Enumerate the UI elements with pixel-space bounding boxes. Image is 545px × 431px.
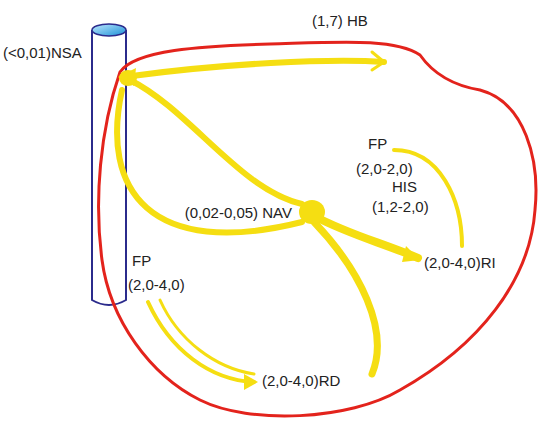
structure-label: FP <box>132 252 151 269</box>
structure-label: (2,0-4,0) <box>128 276 185 293</box>
arrowhead <box>244 374 258 390</box>
structure-label: (0,02-0,05) NAV <box>185 204 292 221</box>
structure-label: (1,7) HB <box>312 12 368 29</box>
structure-label: (2,0-2,0) <box>356 160 413 177</box>
internodal-pathway <box>117 90 302 232</box>
purkinje-fibers <box>160 300 254 374</box>
structure-label: (2,0-4,0)RI <box>424 254 496 271</box>
structure-label: (2,0-4,0)RD <box>262 372 340 389</box>
hb-fork <box>372 52 384 70</box>
arrowhead <box>118 68 136 86</box>
structure-label: (<0,01)NSA <box>3 44 82 61</box>
arrowhead <box>402 246 420 262</box>
av-node <box>299 200 325 224</box>
structure-label: HIS <box>392 178 417 195</box>
vena-cava-top <box>92 24 126 36</box>
hb-pathway <box>132 61 384 76</box>
heart-outline <box>99 42 536 416</box>
structure-label: FP <box>368 135 387 152</box>
structure-label: (1,2-2,0) <box>372 198 429 215</box>
right-bundle-branch <box>314 222 377 374</box>
internodal-pathway <box>130 80 302 204</box>
